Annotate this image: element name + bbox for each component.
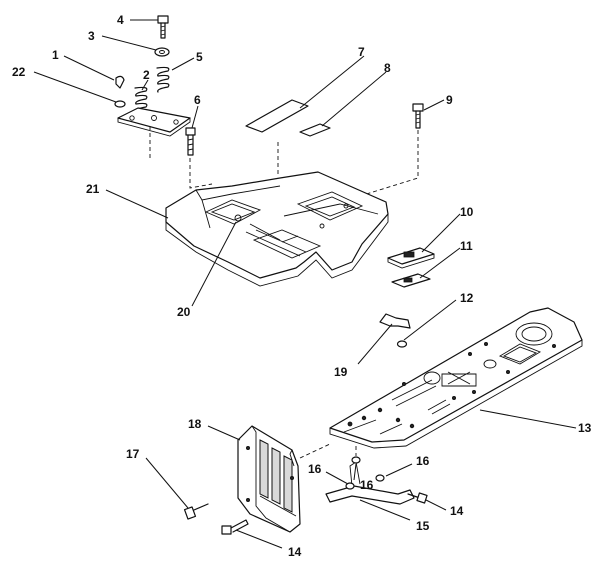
callout-16b: 16: [416, 454, 430, 468]
callout-19: 19: [334, 365, 348, 379]
callout-17: 17: [126, 447, 140, 461]
bolt-part-9: [412, 103, 424, 129]
screw-part-17: [183, 503, 209, 520]
frame-part-13: [329, 307, 583, 449]
bolt-part-6: [185, 127, 196, 156]
callout-20: 20: [177, 305, 191, 319]
callout-13: 13: [578, 421, 592, 435]
washer-part-22: [114, 100, 126, 108]
callout-8: 8: [384, 61, 391, 75]
callout-11: 11: [460, 239, 473, 253]
decal-part-8: [299, 123, 331, 137]
decal-part-7: [245, 99, 309, 133]
pin-part-1: [115, 75, 125, 89]
bracket-part-19: [379, 313, 411, 329]
callout-21: 21: [86, 182, 100, 196]
bolt-part-14b: [221, 519, 249, 535]
callout-1: 1: [52, 48, 59, 62]
callout-2: 2: [143, 68, 150, 82]
dashline-9: [359, 130, 419, 197]
nut-part-16c: [375, 474, 385, 482]
callout-14a: 14: [450, 504, 464, 518]
spring-part-2: [134, 86, 148, 113]
plate-part-2: [117, 107, 191, 137]
nut-part-12: [396, 340, 408, 348]
dashline-6-to-21: [189, 158, 213, 189]
callout-14b: 14: [288, 545, 302, 559]
callout-4: 4: [117, 13, 124, 27]
callout-3: 3: [88, 29, 95, 43]
callout-16a: 16: [308, 462, 322, 476]
nut-part-16b: [351, 456, 361, 464]
bolt-part-4: [157, 15, 169, 39]
callout-5: 5: [196, 50, 203, 64]
bracket-part-11: [391, 273, 431, 288]
leader-lines: [33, 19, 577, 549]
callout-12: 12: [460, 291, 474, 305]
callout-22: 22: [12, 65, 26, 79]
bolt-part-14a: [407, 492, 428, 504]
nut-part-16a: [345, 482, 355, 490]
callout-6: 6: [194, 93, 201, 107]
callout-labels: 4 3 5 1 22 2 6 7 8 9 10 11 12 19 13 21 2…: [12, 13, 592, 559]
spring-part-5: [156, 66, 170, 93]
callout-18: 18: [188, 417, 202, 431]
bracket-part-15: [325, 461, 415, 505]
callout-15: 15: [416, 519, 430, 533]
side-shield-part-18: [237, 425, 301, 533]
cover-panel-part-21: [165, 171, 389, 287]
dashline-18-to-frame: [299, 443, 331, 459]
bracket-part-10: [387, 247, 435, 269]
washer-part-3: [154, 47, 170, 57]
callout-7: 7: [358, 45, 365, 59]
callout-16c: 16: [360, 478, 374, 492]
callout-9: 9: [446, 93, 453, 107]
callout-10: 10: [460, 205, 474, 219]
